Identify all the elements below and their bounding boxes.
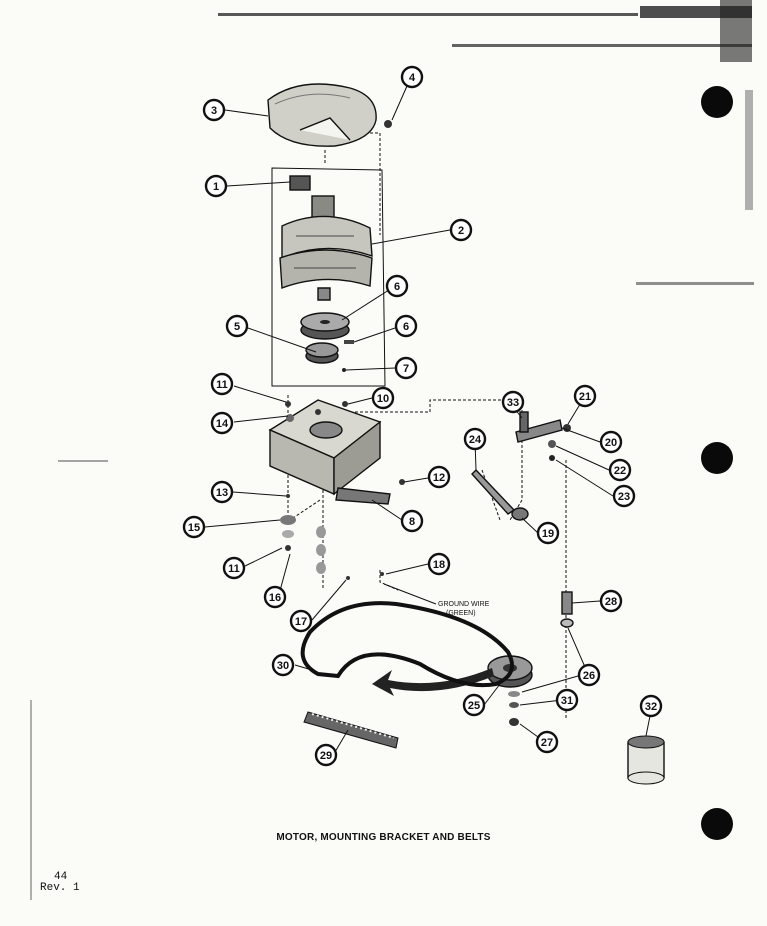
callout-2: 2 bbox=[449, 218, 473, 242]
svg-text:12: 12 bbox=[433, 472, 445, 484]
callout-25: 25 bbox=[462, 693, 486, 717]
callout-11a: 11 bbox=[210, 372, 234, 396]
callout-17: 17 bbox=[289, 609, 313, 633]
set-screw bbox=[344, 340, 354, 344]
svg-text:27: 27 bbox=[541, 737, 553, 749]
svg-text:11: 11 bbox=[216, 379, 228, 391]
callout-22: 22 bbox=[608, 458, 632, 482]
callout-15: 15 bbox=[182, 515, 206, 539]
svg-text:8: 8 bbox=[409, 516, 415, 528]
revision-label: Rev. 1 bbox=[40, 882, 80, 894]
ground-wire-label-line2: (GREEN) bbox=[446, 610, 476, 617]
callout-3: 3 bbox=[202, 98, 226, 122]
callouts: 1 2 3 4 5 6 6 7 8 10 11 11 12 13 14 15 1… bbox=[182, 65, 663, 767]
callout-23: 23 bbox=[612, 484, 636, 508]
mounting-bracket bbox=[268, 399, 391, 505]
svg-text:29: 29 bbox=[320, 750, 332, 762]
svg-text:26: 26 bbox=[583, 670, 595, 682]
callout-18: 18 bbox=[427, 552, 451, 576]
scan-artifacts bbox=[30, 0, 754, 900]
svg-text:6: 6 bbox=[394, 281, 400, 293]
callout-26: 26 bbox=[577, 663, 601, 687]
callout-7: 7 bbox=[394, 356, 418, 380]
binder-hole bbox=[701, 442, 733, 474]
svg-text:3: 3 bbox=[211, 105, 217, 117]
callout-32: 32 bbox=[639, 694, 663, 718]
callout-5: 5 bbox=[225, 314, 249, 338]
svg-text:17: 17 bbox=[295, 616, 307, 628]
svg-text:1: 1 bbox=[213, 181, 219, 193]
binder-hole bbox=[701, 86, 733, 118]
callout-6b: 6 bbox=[394, 314, 418, 338]
svg-text:30: 30 bbox=[277, 660, 289, 672]
svg-text:25: 25 bbox=[468, 700, 480, 712]
svg-text:18: 18 bbox=[433, 559, 445, 571]
motor bbox=[279, 175, 373, 301]
spindle bbox=[560, 591, 574, 628]
ground-wire-lead bbox=[383, 583, 437, 605]
svg-text:2: 2 bbox=[458, 225, 464, 237]
bracket-hardware bbox=[280, 401, 405, 580]
svg-text:24: 24 bbox=[469, 434, 482, 446]
svg-text:23: 23 bbox=[618, 491, 630, 503]
callout-6a: 6 bbox=[385, 274, 409, 298]
callout-24: 24 bbox=[463, 427, 487, 451]
callout-30: 30 bbox=[271, 653, 295, 677]
callout-27: 27 bbox=[535, 730, 559, 754]
idler-assembly bbox=[471, 411, 571, 521]
svg-text:31: 31 bbox=[561, 695, 573, 707]
callout-8: 8 bbox=[400, 509, 424, 533]
page-number: 44 bbox=[54, 871, 68, 883]
callout-29: 29 bbox=[314, 743, 338, 767]
motor-cover bbox=[267, 83, 377, 147]
binder-holes bbox=[701, 86, 733, 840]
svg-text:11: 11 bbox=[228, 563, 240, 575]
callout-13: 13 bbox=[210, 480, 234, 504]
svg-text:20: 20 bbox=[605, 437, 617, 449]
callout-14: 14 bbox=[210, 411, 234, 435]
svg-text:19: 19 bbox=[542, 528, 554, 540]
svg-text:33: 33 bbox=[507, 397, 519, 409]
drive-belt bbox=[300, 601, 514, 688]
svg-text:16: 16 bbox=[269, 592, 281, 604]
svg-text:15: 15 bbox=[188, 522, 200, 534]
callout-10: 10 bbox=[371, 386, 395, 410]
svg-text:5: 5 bbox=[234, 321, 240, 333]
svg-text:7: 7 bbox=[403, 363, 409, 375]
binder-hole bbox=[701, 808, 733, 840]
svg-text:14: 14 bbox=[216, 418, 229, 430]
cogged-belt bbox=[303, 711, 399, 749]
callout-12: 12 bbox=[427, 465, 451, 489]
svg-text:4: 4 bbox=[409, 72, 416, 84]
svg-text:13: 13 bbox=[216, 487, 228, 499]
page-footer: 44 Rev. 1 bbox=[40, 872, 80, 894]
callout-16: 16 bbox=[263, 585, 287, 609]
svg-text:28: 28 bbox=[605, 596, 617, 608]
diagram-caption: MOTOR, MOUNTING BRACKET AND BELTS bbox=[276, 832, 491, 843]
pulley-small bbox=[305, 342, 339, 364]
svg-text:32: 32 bbox=[645, 701, 657, 713]
callout-11b: 11 bbox=[222, 556, 246, 580]
callout-20: 20 bbox=[599, 430, 623, 454]
callout-19: 19 bbox=[536, 521, 560, 545]
svg-text:22: 22 bbox=[614, 465, 626, 477]
svg-text:6: 6 bbox=[403, 321, 409, 333]
motor-enclosure-outline bbox=[271, 167, 386, 387]
callout-33: 33 bbox=[501, 390, 525, 414]
motor-cover-nut bbox=[384, 120, 392, 128]
svg-text:10: 10 bbox=[377, 393, 389, 405]
callout-4: 4 bbox=[400, 65, 424, 89]
callout-31: 31 bbox=[555, 688, 579, 712]
callout-1: 1 bbox=[204, 174, 228, 198]
direction-arrow bbox=[372, 668, 494, 696]
svg-text:21: 21 bbox=[579, 391, 591, 403]
ground-wire-label-line1: GROUND WIRE bbox=[438, 601, 490, 608]
callout-21: 21 bbox=[573, 384, 597, 408]
capacitor bbox=[627, 735, 665, 785]
key bbox=[342, 368, 346, 372]
pulley-large bbox=[300, 312, 350, 340]
callout-28: 28 bbox=[599, 589, 623, 613]
